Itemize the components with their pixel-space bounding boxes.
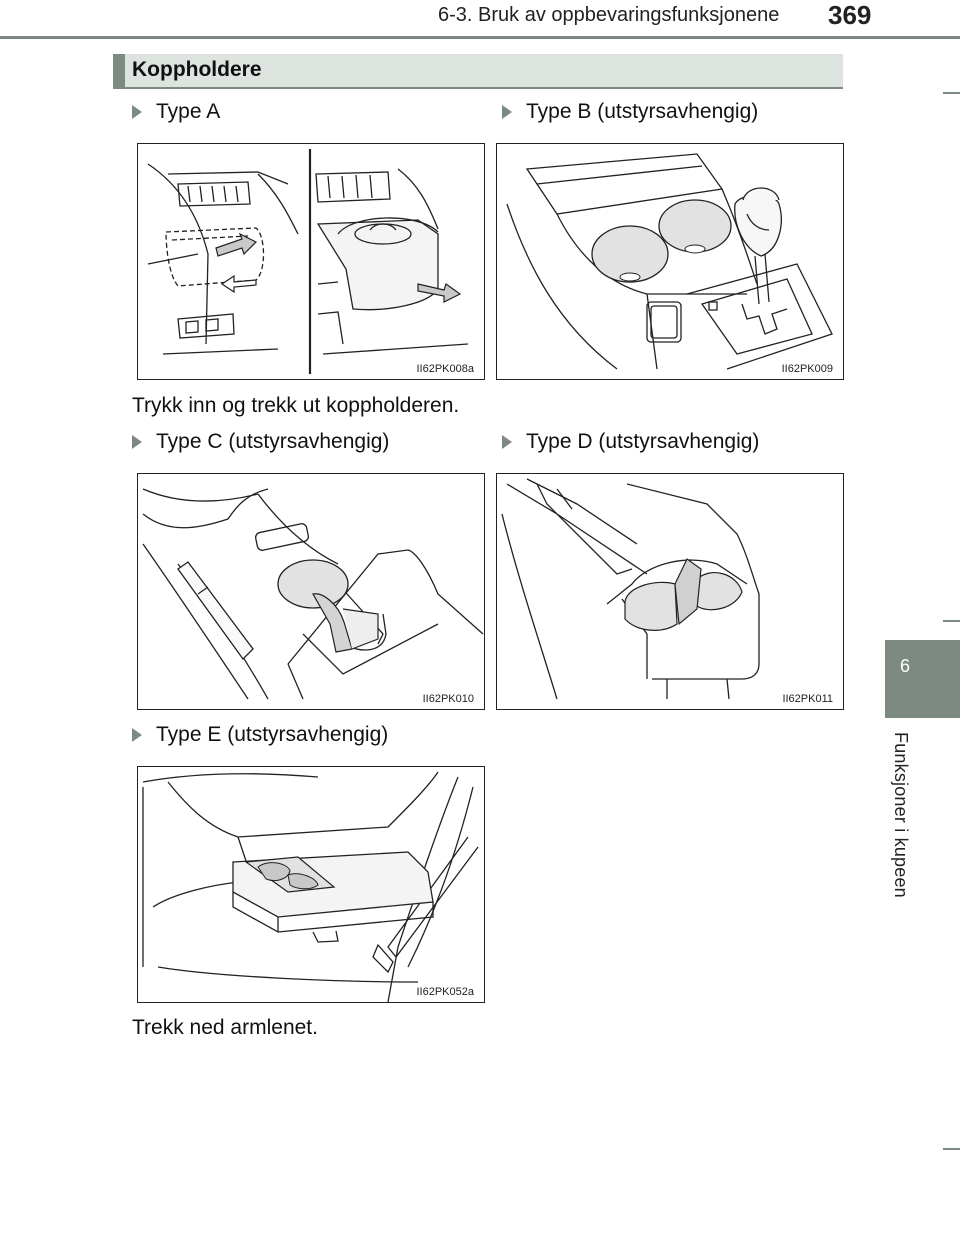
section-heading-stripe <box>113 54 125 89</box>
caption-type-a: Trykk inn og trekk ut koppholderen. <box>132 394 460 417</box>
header-title: 6-3. Bruk av oppbevaringsfunksjonene <box>438 4 780 26</box>
type-a-illustration <box>147 149 469 374</box>
subheading-type-c: Type C (utstyrsavhengig) <box>132 430 389 454</box>
section-title: Koppholdere <box>132 58 262 81</box>
margin-tick <box>943 1148 960 1150</box>
subheading-label: Type E (utstyrsavhengig) <box>156 723 389 746</box>
figure-type-d: II62PK011 <box>496 473 844 710</box>
figure-type-c: II62PK010 <box>137 473 485 710</box>
type-d-illustration <box>501 478 760 700</box>
triangle-bullet-icon <box>132 728 142 742</box>
triangle-bullet-icon <box>502 435 512 449</box>
header-rule <box>0 36 960 39</box>
section-heading-bar <box>113 54 843 89</box>
figure-code: II62PK010 <box>422 693 474 705</box>
subheading-type-a: Type A <box>132 100 220 124</box>
chapter-label: Funksjoner i kupeen <box>891 732 911 898</box>
subheading-label: Type D (utstyrsavhengig) <box>526 430 760 453</box>
triangle-bullet-icon <box>132 105 142 119</box>
subheading-type-d: Type D (utstyrsavhengig) <box>502 430 759 454</box>
figure-code: II62PK011 <box>782 693 833 705</box>
figure-code: II62PK008a <box>416 363 475 375</box>
caption-type-e: Trekk ned armlenet. <box>132 1016 318 1039</box>
page-number: 369 <box>828 0 872 30</box>
subheading-type-b: Type B (utstyrsavhengig) <box>502 100 758 124</box>
type-e-illustration <box>142 771 479 1002</box>
figure-type-a: II62PK008a <box>137 143 485 380</box>
subheading-type-e: Type E (utstyrsavhengig) <box>132 723 388 747</box>
margin-tick <box>943 620 960 622</box>
subheading-label: Type A <box>156 100 221 123</box>
type-b-illustration <box>506 153 833 370</box>
subheading-label: Type B (utstyrsavhengig) <box>526 100 759 123</box>
triangle-bullet-icon <box>502 105 512 119</box>
subheading-label: Type C (utstyrsavhengig) <box>156 430 390 453</box>
figure-code: II62PK009 <box>781 363 833 375</box>
figure-type-e: II62PK052a <box>137 766 485 1003</box>
figure-type-b: II62PK009 <box>496 143 844 380</box>
figure-code: II62PK052a <box>416 986 475 998</box>
triangle-bullet-icon <box>132 435 142 449</box>
chapter-tab[interactable] <box>885 640 960 718</box>
margin-tick <box>943 92 960 94</box>
chapter-number: 6 <box>899 656 910 676</box>
type-c-illustration <box>142 488 484 700</box>
